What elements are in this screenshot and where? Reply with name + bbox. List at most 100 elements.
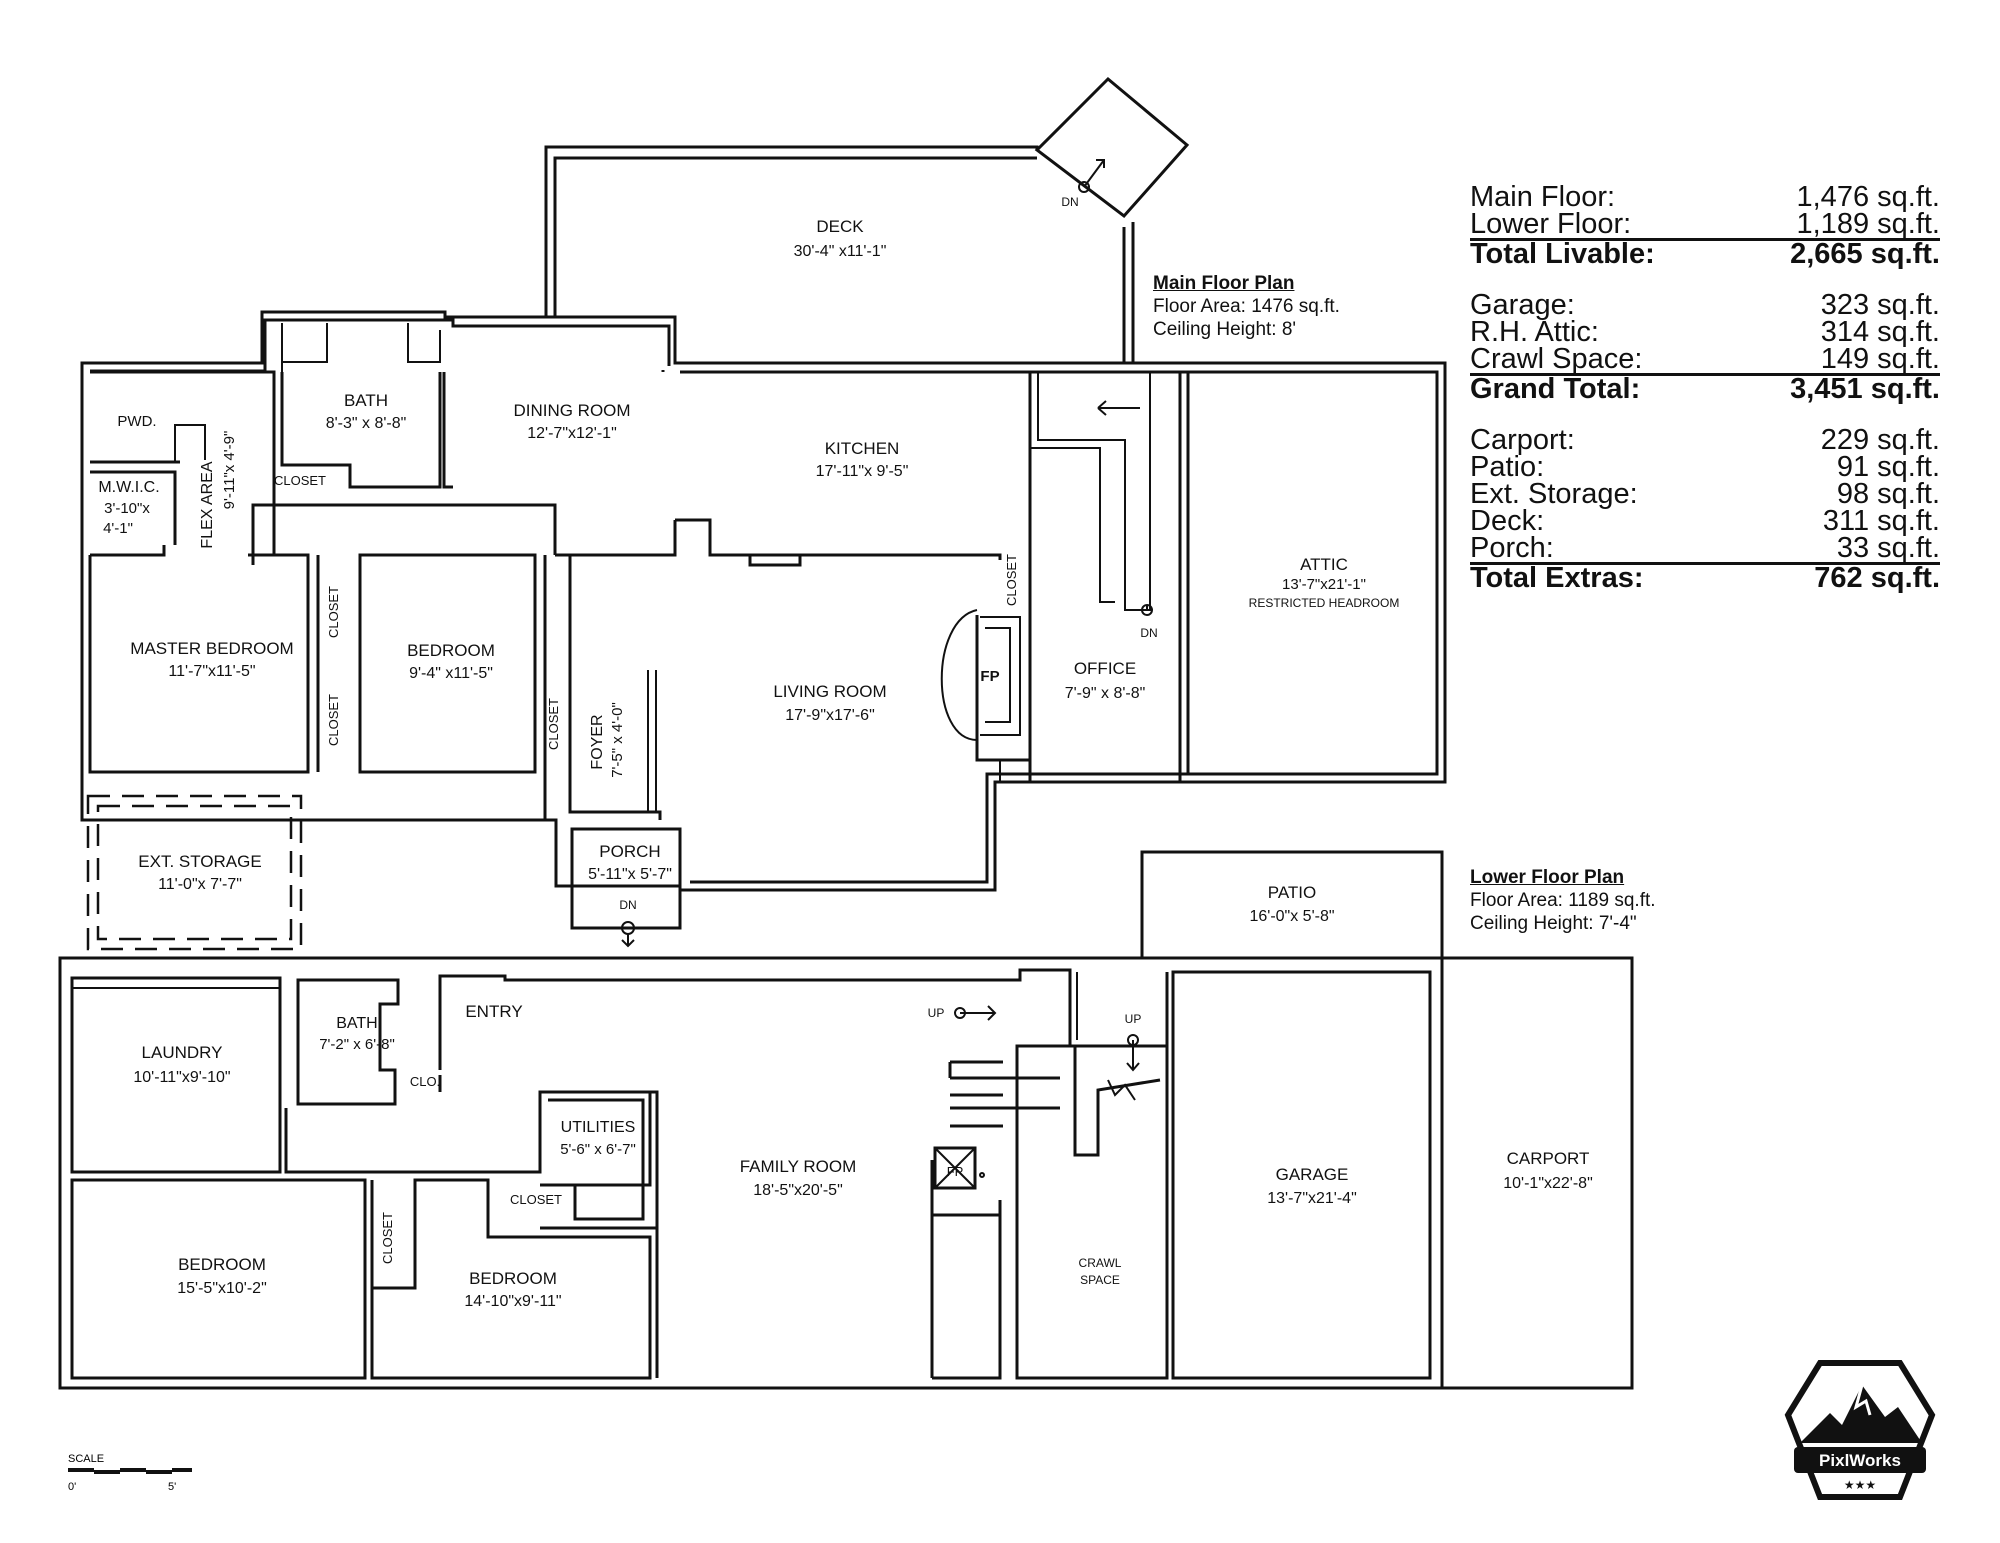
area-row: Porch: 33 sq.ft. xyxy=(1470,532,1940,564)
area-label: R.H. Attic: xyxy=(1470,316,1599,348)
living-room-dim: 17'-9"x17'-6" xyxy=(785,707,875,724)
dn-label: DN xyxy=(1061,195,1078,209)
area-value: 323 sq.ft. xyxy=(1820,289,1940,321)
office-label: OFFICE xyxy=(1074,659,1136,678)
area-row: Ext. Storage: 98 sq.ft. xyxy=(1470,478,1940,510)
main-floor-title: Main Floor Plan xyxy=(1153,273,1295,294)
closet-label: CLOSET xyxy=(510,1192,562,1207)
area-row: Main Floor: 1,476 sq.ft. xyxy=(1470,181,1941,213)
closet-label: CLOSET xyxy=(274,473,326,488)
foyer-dim: 7'-5" x 4'-0" xyxy=(609,702,626,778)
closet-labels: CLOSET CLOSET CLOSET CLOSET CLOSET CLOSE… xyxy=(274,195,1158,1264)
area-value: 314 sq.ft. xyxy=(1820,316,1940,348)
deck-label: DECK xyxy=(816,217,864,236)
dn-label: DN xyxy=(1140,626,1157,640)
garage-label: GARAGE xyxy=(1276,1165,1349,1184)
living-room-label: LIVING ROOM xyxy=(773,682,886,701)
area-value: 98 sq.ft. xyxy=(1836,478,1940,510)
area-label: Lower Floor: xyxy=(1470,208,1632,240)
area-value: 149 sq.ft. xyxy=(1820,343,1940,375)
mwic-label: M.W.I.C. xyxy=(98,479,159,496)
fireplace-label: FP xyxy=(980,668,999,685)
carport-label: CARPORT xyxy=(1507,1149,1590,1168)
lower-floor-ceiling: Ceiling Height: 7'-4" xyxy=(1470,913,1637,934)
area-row: Lower Floor: 1,189 sq.ft. xyxy=(1470,208,1941,240)
area-label: Crawl Space: xyxy=(1470,343,1643,375)
area-row: Deck: 311 sq.ft. xyxy=(1470,505,1940,537)
master-bedroom-dim: 11'-7"x11'-5" xyxy=(168,663,255,680)
porch-label: PORCH xyxy=(599,842,660,861)
area-label: Total Extras: xyxy=(1470,562,1644,594)
utilities-label: UTILITIES xyxy=(561,1119,636,1136)
stair-symbols xyxy=(621,159,1153,1178)
area-label: Main Floor: xyxy=(1470,181,1616,213)
up-label: UP xyxy=(928,1006,945,1020)
patio-label: PATIO xyxy=(1268,883,1317,902)
bedroom-lower-2-dim: 14'-10"x9'-11" xyxy=(464,1293,561,1310)
lower-floor-walls xyxy=(58,850,1634,1390)
utilities-dim: 5'-6" x 6'-7" xyxy=(560,1141,636,1158)
lower-floor-title: Lower Floor Plan xyxy=(1470,867,1625,888)
area-value: 1,476 sq.ft. xyxy=(1796,181,1941,213)
main-floor-note: Main Floor Plan Floor Area: 1476 sq.ft. … xyxy=(1153,272,1340,341)
bedroom-main-label: BEDROOM xyxy=(407,641,495,660)
area-row: R.H. Attic: 314 sq.ft. xyxy=(1470,316,1940,348)
dn-label: DN xyxy=(619,898,636,912)
attic-dim: 13'-7"x21'-1" xyxy=(1282,576,1366,593)
total-extras-row: Total Extras: 762 sq.ft. xyxy=(1470,562,1940,594)
area-label: Deck: xyxy=(1470,505,1545,537)
bedroom-main-dim: 9'-4" x11'-5" xyxy=(409,665,493,682)
area-label: Ext. Storage: xyxy=(1470,478,1638,510)
area-value: 2,665 sq.ft. xyxy=(1790,238,1940,270)
pixlworks-logo: PixlWorks ★★★ xyxy=(1784,1360,1936,1500)
area-label: Porch: xyxy=(1470,532,1554,564)
lower-floor-note: Lower Floor Plan Floor Area: 1189 sq.ft.… xyxy=(1470,866,1656,935)
area-label: Carport: xyxy=(1470,424,1575,456)
fireplace-lower-label: FP xyxy=(947,1164,964,1179)
logo-text: PixlWorks xyxy=(1819,1451,1901,1470)
clo-label: CLO. xyxy=(410,1074,440,1089)
family-room-dim: 18'-5"x20'-5" xyxy=(753,1182,843,1199)
scale-max: 5' xyxy=(168,1481,176,1493)
attic-label: ATTIC xyxy=(1300,555,1348,574)
closet-label: CLOSET xyxy=(380,1212,395,1264)
bedroom-lower-2-label: BEDROOM xyxy=(469,1269,557,1288)
ext-storage-label: EXT. STORAGE xyxy=(138,852,261,871)
area-value: 229 sq.ft. xyxy=(1820,424,1940,456)
crawl-label-1: CRAWL xyxy=(1079,1256,1122,1270)
pwd-label: PWD. xyxy=(117,413,156,430)
bath-main-dim: 8'-3" x 8'-8" xyxy=(326,415,407,432)
scale-bar: SCALE 0' 5' xyxy=(66,1450,196,1505)
kitchen-label: KITCHEN xyxy=(825,439,900,458)
deck-dim: 30'-4" x11'-1" xyxy=(794,243,887,260)
area-row: Carport: 229 sq.ft. xyxy=(1470,424,1940,456)
ext-storage-outline xyxy=(86,794,303,951)
closet-label: CLOSET xyxy=(326,694,341,746)
mwic-dim-2: 4'-1" xyxy=(103,520,133,537)
room-labels: DECK 30'-4" x11'-1" DINING ROOM 12'-7"x1… xyxy=(98,217,1592,1310)
up-label: UP xyxy=(1125,1012,1142,1026)
closet-label: CLOSET xyxy=(546,698,561,750)
kitchen-dim: 17'-11"x 9'-5" xyxy=(816,463,909,480)
area-row: Garage: 323 sq.ft. xyxy=(1470,289,1940,321)
area-value: 1,189 sq.ft. xyxy=(1796,208,1941,240)
porch-dim: 5'-11"x 5'-7" xyxy=(588,866,672,883)
office-dim: 7'-9" x 8'-8" xyxy=(1065,685,1146,702)
flex-dim: 9'-11"x 4'-9" xyxy=(221,431,238,510)
area-row: Patio: 91 sq.ft. xyxy=(1470,453,1940,482)
bedroom-lower-1-dim: 15'-5"x10'-2" xyxy=(177,1280,267,1297)
total-livable-row: Total Livable: 2,665 sq.ft. xyxy=(1470,238,1940,270)
dining-dim: 12'-7"x12'-1" xyxy=(527,425,617,442)
mwic-dim-1: 3'-10"x xyxy=(104,500,150,517)
entry-label: ENTRY xyxy=(465,1002,522,1021)
bath-lower-dim: 7'-2" x 6'-8" xyxy=(319,1036,395,1053)
main-floor-ceiling: Ceiling Height: 8' xyxy=(1153,319,1297,340)
area-label: Grand Total: xyxy=(1470,373,1641,405)
area-label: Total Livable: xyxy=(1470,238,1655,270)
area-summary: Main Floor: 1,476 sq.ft. Lower Floor: 1,… xyxy=(1470,181,1941,594)
area-value: 3,451 sq.ft. xyxy=(1790,373,1940,405)
dining-label: DINING ROOM xyxy=(513,401,630,420)
scale-min: 0' xyxy=(68,1481,76,1493)
foyer-label: FOYER xyxy=(589,714,606,769)
